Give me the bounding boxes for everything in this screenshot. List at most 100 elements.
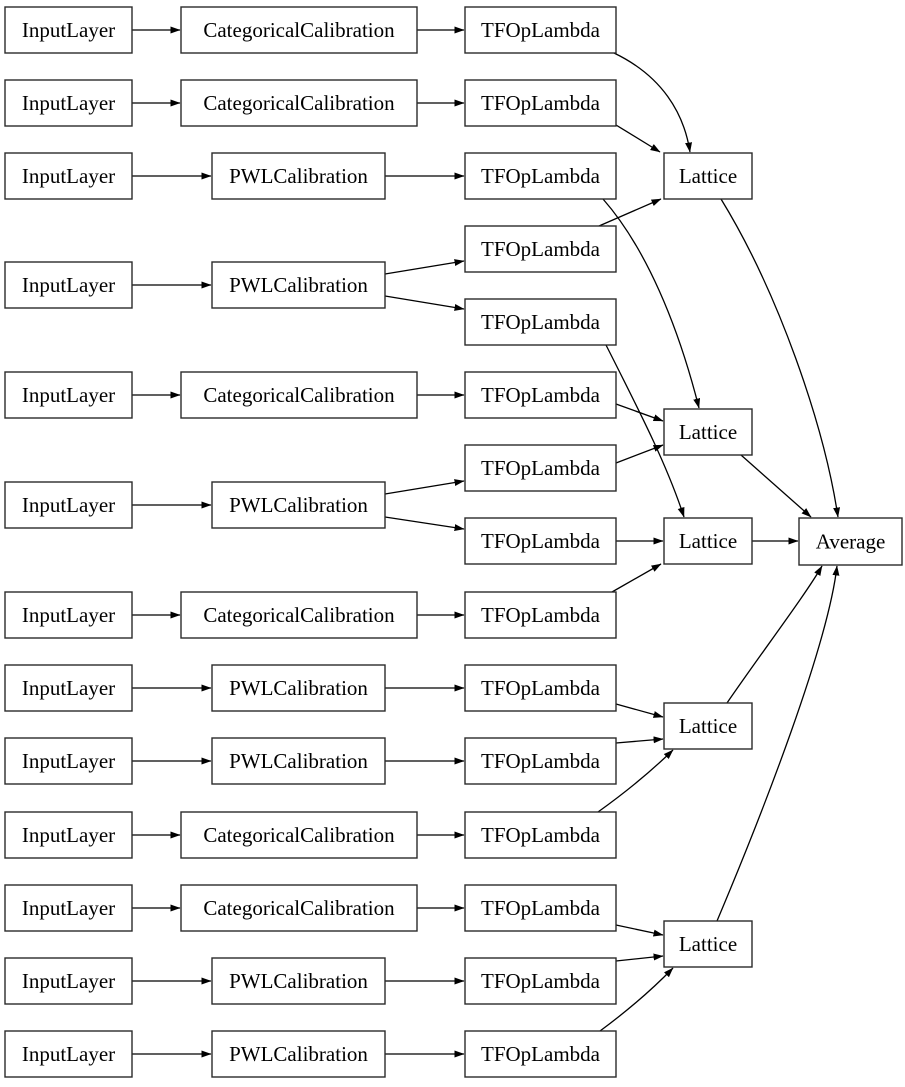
tf-op-lambda-label: TFOpLambda xyxy=(481,1042,601,1066)
input-layer-box xyxy=(4,79,133,127)
categorical-calibration-box xyxy=(180,6,418,54)
node-lattice-lat1: Lattice xyxy=(663,152,753,200)
pwl-calibration-box xyxy=(211,152,386,200)
node-input-layer-il5: InputLayer xyxy=(4,371,133,419)
tf-op-lambda-box xyxy=(464,152,617,200)
pwl-calibration-box xyxy=(211,957,386,1005)
edge-lat1-avg xyxy=(720,198,841,518)
tf-op-lambda-label: TFOpLambda xyxy=(481,237,601,261)
node-tf-op-lambda-tfo11: TFOpLambda xyxy=(464,737,617,785)
tf-op-lambda-box xyxy=(464,591,617,639)
edge-cal4-tfo5 xyxy=(384,295,465,311)
input-layer-label: InputLayer xyxy=(22,493,115,517)
tf-op-lambda-label: TFOpLambda xyxy=(481,383,601,407)
categorical-calibration-label: CategoricalCalibration xyxy=(203,383,395,407)
tf-op-lambda-box xyxy=(464,444,617,492)
edge-lat5-avg xyxy=(716,565,840,922)
input-layer-box xyxy=(4,811,133,859)
pwl-calibration-label: PWLCalibration xyxy=(229,676,368,700)
tf-op-lambda-box xyxy=(464,664,617,712)
edge-cal6-tfo7 xyxy=(384,479,465,495)
input-layer-box xyxy=(4,371,133,419)
node-input-layer-il3: InputLayer xyxy=(4,152,133,200)
pwl-calibration-box xyxy=(211,1030,386,1078)
tf-op-lambda-box xyxy=(464,371,617,419)
edge-tfo10-lat4 xyxy=(615,703,664,718)
node-input-layer-il9: InputLayer xyxy=(4,737,133,785)
input-layer-box xyxy=(4,6,133,54)
tf-op-lambda-box xyxy=(464,737,617,785)
edge-tfo11-lat4 xyxy=(615,736,664,744)
edge-tfo5-lat3 xyxy=(605,344,685,518)
node-pwl-calibration-cal8: PWLCalibration xyxy=(211,664,386,712)
input-layer-box xyxy=(4,591,133,639)
node-lattice-lat5: Lattice xyxy=(663,920,753,968)
pwl-calibration-label: PWLCalibration xyxy=(229,273,368,297)
edge-lat4-avg xyxy=(726,565,823,704)
input-layer-label: InputLayer xyxy=(22,1042,115,1066)
input-layer-label: InputLayer xyxy=(22,676,115,700)
lattice-box xyxy=(663,920,753,968)
input-layer-label: InputLayer xyxy=(22,273,115,297)
node-pwl-calibration-cal6: PWLCalibration xyxy=(211,481,386,529)
tf-op-lambda-box xyxy=(464,957,617,1005)
tf-op-lambda-label: TFOpLambda xyxy=(481,18,601,42)
node-categorical-calibration-cal2: CategoricalCalibration xyxy=(180,79,418,127)
node-tf-op-lambda-tfo1: TFOpLambda xyxy=(464,6,617,54)
node-input-layer-il10: InputLayer xyxy=(4,811,133,859)
pwl-calibration-box xyxy=(211,481,386,529)
tf-op-lambda-box xyxy=(464,225,617,273)
node-input-layer-il2: InputLayer xyxy=(4,79,133,127)
pwl-calibration-label: PWLCalibration xyxy=(229,749,368,773)
node-pwl-calibration-cal13: PWLCalibration xyxy=(211,1030,386,1078)
input-layer-label: InputLayer xyxy=(22,91,115,115)
node-tf-op-lambda-tfo3: TFOpLambda xyxy=(464,152,617,200)
node-categorical-calibration-cal11: CategoricalCalibration xyxy=(180,884,418,932)
pwl-calibration-box xyxy=(211,664,386,712)
edge-lat2-avg xyxy=(740,454,812,518)
node-tf-op-lambda-tfo7: TFOpLambda xyxy=(464,444,617,492)
lattice-box xyxy=(663,152,753,200)
node-tf-op-lambda-tfo5: TFOpLambda xyxy=(464,298,617,346)
lattice-label: Lattice xyxy=(679,714,737,738)
edge-tfo13-lat5 xyxy=(615,924,664,937)
input-layer-box xyxy=(4,1030,133,1078)
edge-cal6-tfo8 xyxy=(384,516,465,532)
lattice-box xyxy=(663,702,753,750)
edge-tfo12-lat4 xyxy=(597,749,674,813)
categorical-calibration-label: CategoricalCalibration xyxy=(203,896,395,920)
pwl-calibration-box xyxy=(211,737,386,785)
edge-tfo9-lat3 xyxy=(611,563,662,593)
node-lattice-lat4: Lattice xyxy=(663,702,753,750)
input-layer-box xyxy=(4,664,133,712)
categorical-calibration-label: CategoricalCalibration xyxy=(203,91,395,115)
node-tf-op-lambda-tfo15: TFOpLambda xyxy=(464,1030,617,1078)
node-pwl-calibration-cal4: PWLCalibration xyxy=(211,261,386,309)
tf-op-lambda-label: TFOpLambda xyxy=(481,823,601,847)
edge-tfo1-lat1 xyxy=(613,52,693,153)
input-layer-box xyxy=(4,737,133,785)
edge-tfo3-lat2 xyxy=(602,198,701,409)
tf-op-lambda-label: TFOpLambda xyxy=(481,164,601,188)
pwl-calibration-label: PWLCalibration xyxy=(229,1042,368,1066)
node-pwl-calibration-cal3: PWLCalibration xyxy=(211,152,386,200)
node-tf-op-lambda-tfo4: TFOpLambda xyxy=(464,225,617,273)
categorical-calibration-box xyxy=(180,884,418,932)
tf-op-lambda-label: TFOpLambda xyxy=(481,310,601,334)
tf-op-lambda-label: TFOpLambda xyxy=(481,603,601,627)
categorical-calibration-label: CategoricalCalibration xyxy=(203,823,395,847)
categorical-calibration-box xyxy=(180,591,418,639)
tf-op-lambda-box xyxy=(464,6,617,54)
node-pwl-calibration-cal9: PWLCalibration xyxy=(211,737,386,785)
node-input-layer-il12: InputLayer xyxy=(4,957,133,1005)
node-categorical-calibration-cal7: CategoricalCalibration xyxy=(180,591,418,639)
tf-op-lambda-box xyxy=(464,884,617,932)
categorical-calibration-label: CategoricalCalibration xyxy=(203,603,395,627)
node-lattice-lat3: Lattice xyxy=(663,517,753,565)
node-tf-op-lambda-tfo13: TFOpLambda xyxy=(464,884,617,932)
node-categorical-calibration-cal10: CategoricalCalibration xyxy=(180,811,418,859)
tf-op-lambda-label: TFOpLambda xyxy=(481,749,601,773)
node-pwl-calibration-cal12: PWLCalibration xyxy=(211,957,386,1005)
tf-op-lambda-label: TFOpLambda xyxy=(481,896,601,920)
